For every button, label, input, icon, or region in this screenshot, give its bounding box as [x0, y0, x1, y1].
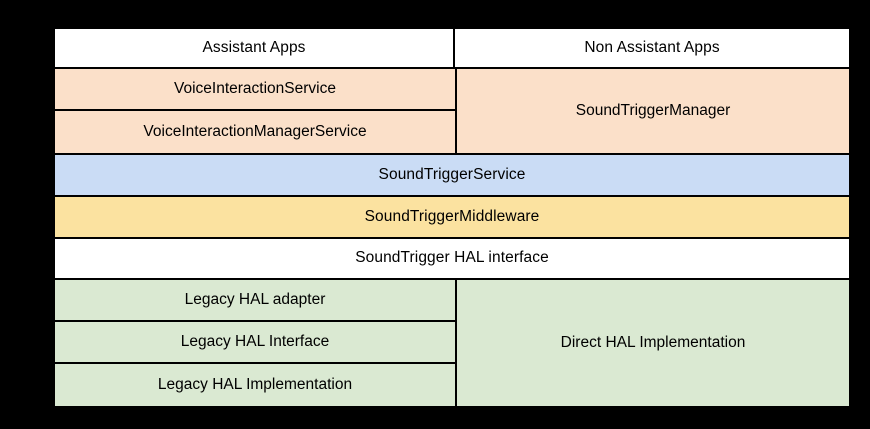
column-header-assistant-apps: Assistant Apps — [55, 29, 455, 67]
hal-left-stack: Legacy HAL adapter Legacy HAL Interface … — [55, 280, 457, 406]
box-sound-trigger-service: SoundTriggerService — [55, 155, 849, 195]
box-sound-trigger-middleware: SoundTriggerMiddleware — [55, 197, 849, 237]
header-row: Assistant Apps Non Assistant Apps — [55, 29, 849, 69]
box-legacy-hal-implementation: Legacy HAL Implementation — [55, 364, 455, 406]
app-framework-left-stack: VoiceInteractionService VoiceInteraction… — [55, 69, 457, 153]
box-voice-interaction-service: VoiceInteractionService — [55, 69, 455, 111]
box-sound-trigger-manager: SoundTriggerManager — [457, 69, 849, 153]
app-framework-layer-row: VoiceInteractionService VoiceInteraction… — [55, 69, 849, 155]
box-legacy-hal-interface: Legacy HAL Interface — [55, 322, 455, 364]
column-header-non-assistant-apps: Non Assistant Apps — [455, 29, 849, 67]
box-direct-hal-implementation: Direct HAL Implementation — [457, 280, 849, 406]
hal-implementation-layer-row: Legacy HAL adapter Legacy HAL Interface … — [55, 280, 849, 406]
architecture-diagram: Assistant Apps Non Assistant Apps VoiceI… — [53, 27, 851, 406]
box-legacy-hal-adapter: Legacy HAL adapter — [55, 280, 455, 322]
box-voice-interaction-manager-service: VoiceInteractionManagerService — [55, 111, 455, 153]
sound-trigger-middleware-row: SoundTriggerMiddleware — [55, 197, 849, 239]
box-sound-trigger-hal-interface: SoundTrigger HAL interface — [55, 239, 849, 278]
sound-trigger-hal-interface-row: SoundTrigger HAL interface — [55, 239, 849, 280]
sound-trigger-service-row: SoundTriggerService — [55, 155, 849, 197]
